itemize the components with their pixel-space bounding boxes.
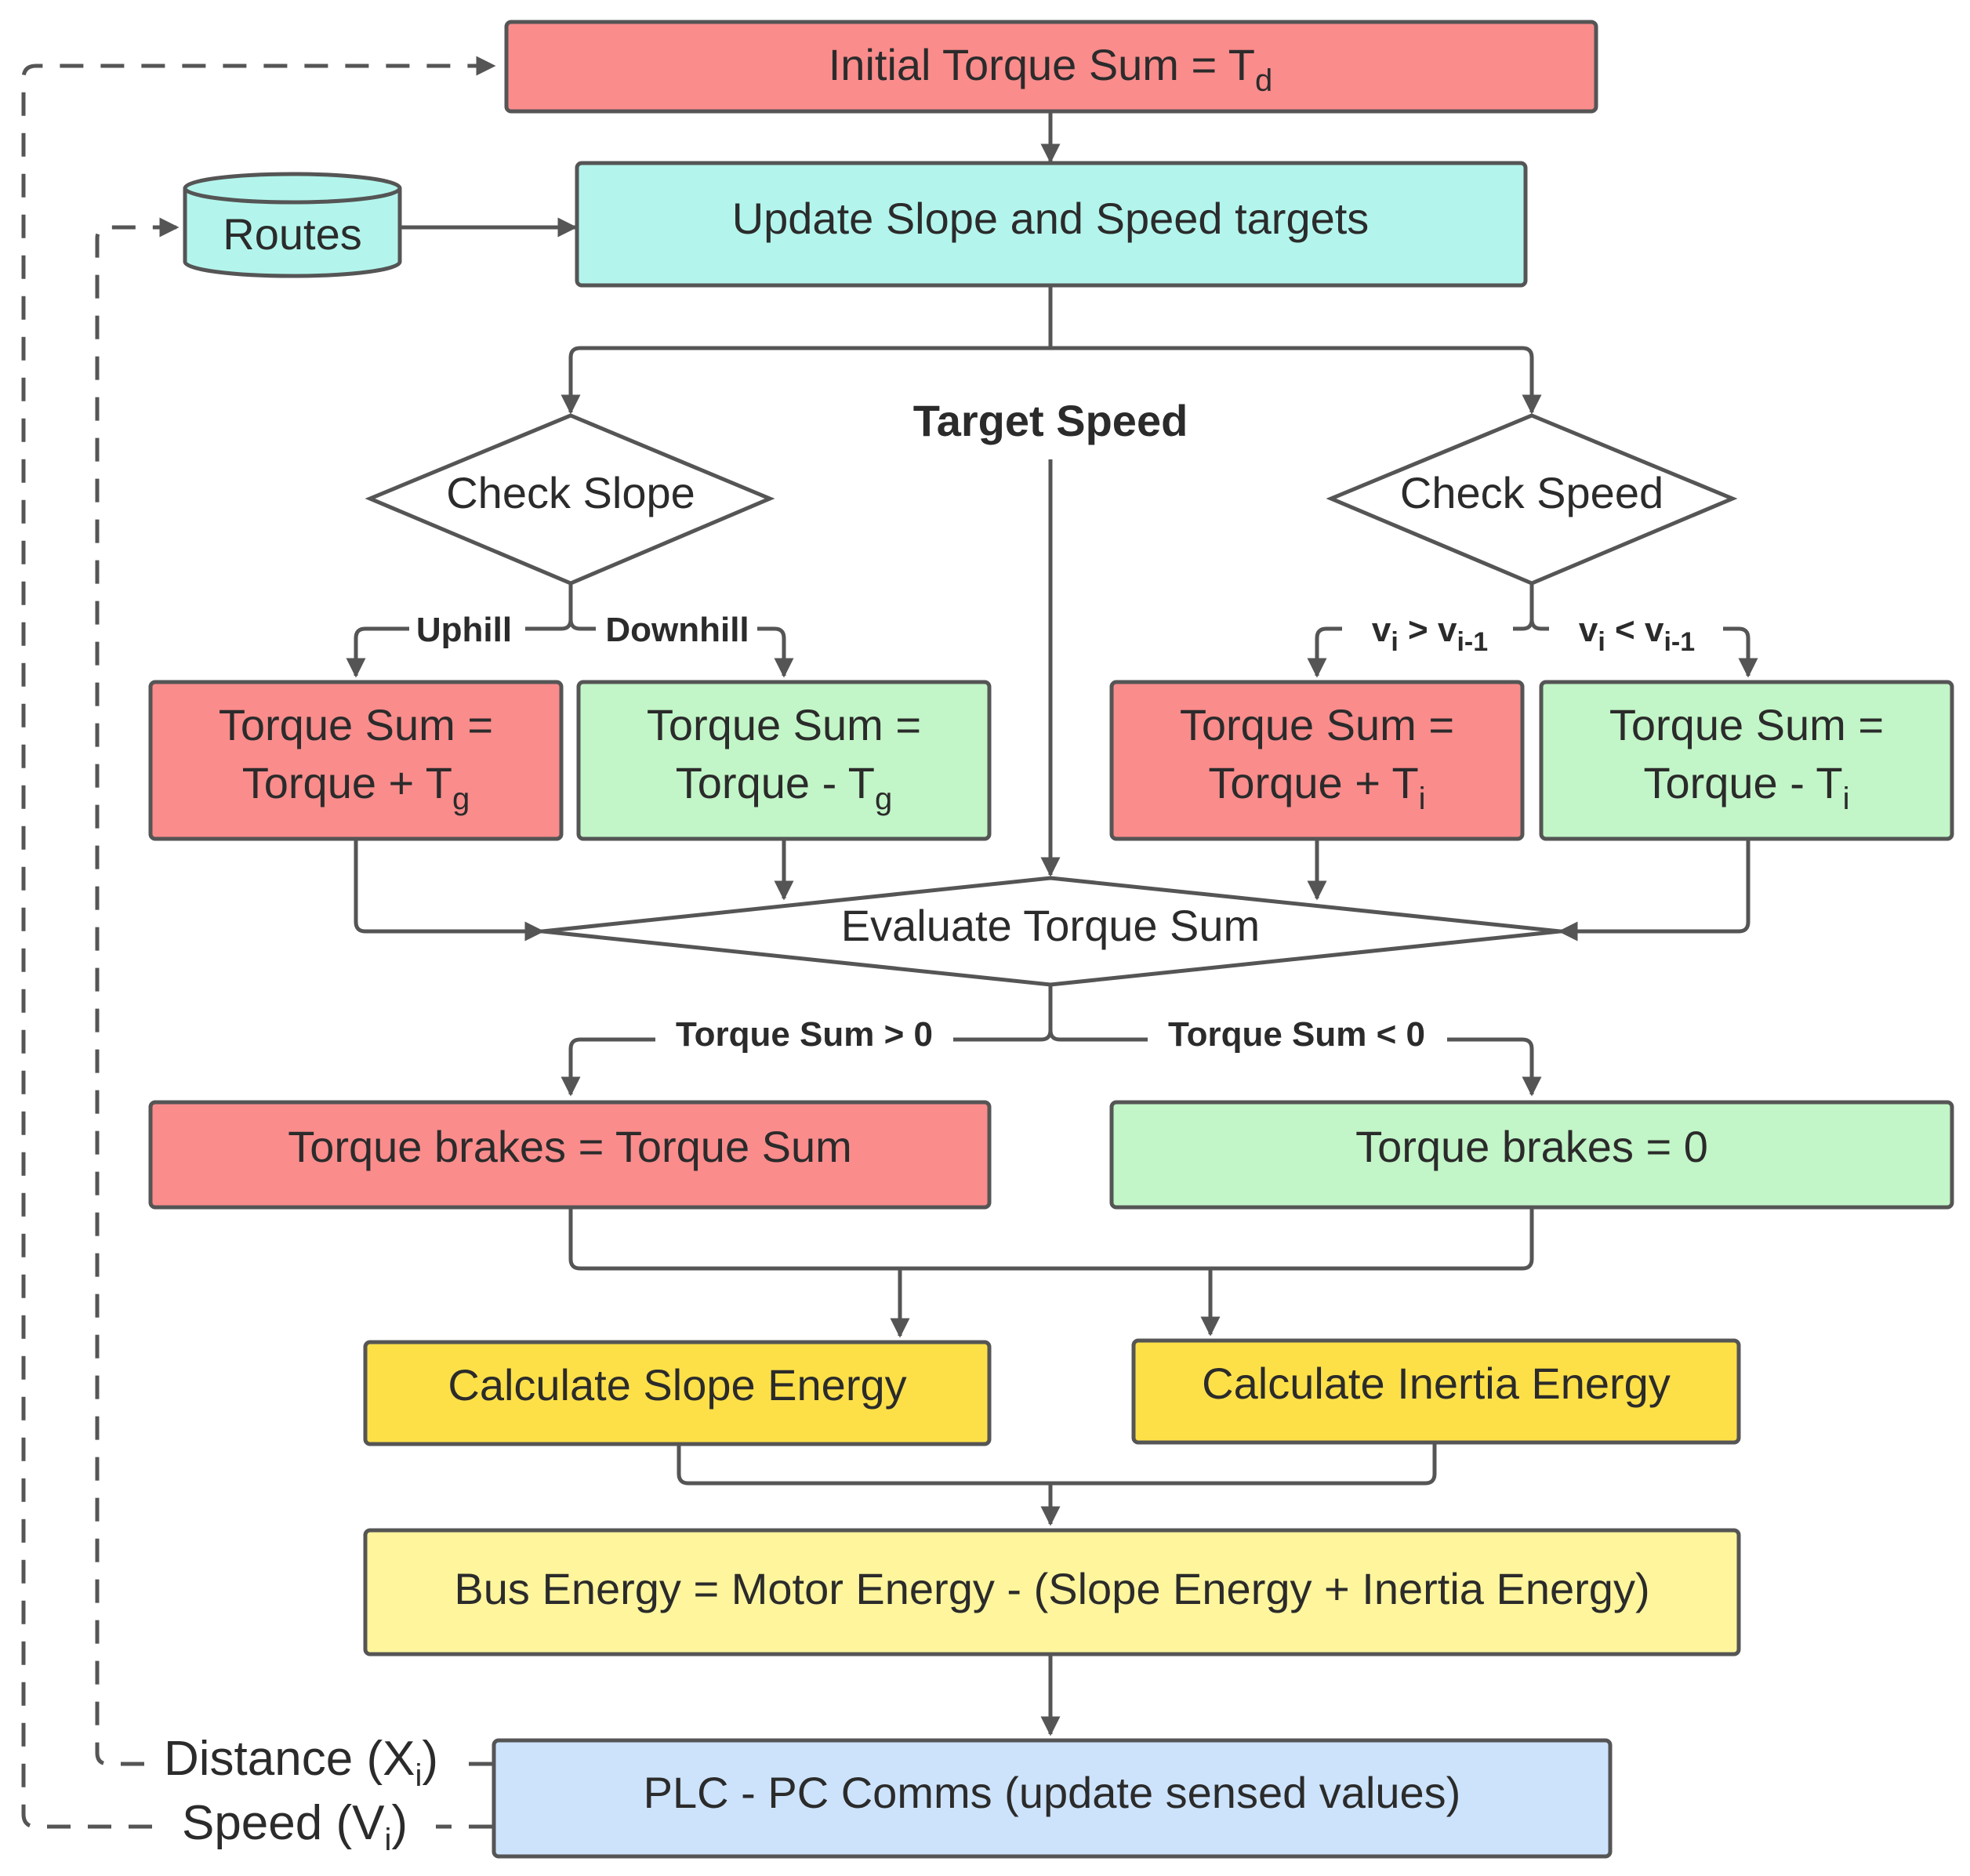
routes-cylinder [183, 188, 402, 278]
node-inertia-energy: Calculate Inertia Energy [1131, 1338, 1741, 1445]
accel-sum-line1: Torque Sum = [1180, 700, 1454, 749]
edge-slope-stem [525, 583, 596, 631]
edge-uphill-to-evaluate [354, 840, 545, 942]
edge-v-less [1723, 626, 1758, 678]
brakes-zero-label: Torque brakes = 0 [1355, 1122, 1708, 1171]
node-update-targets: Update Slope and Speed targets [575, 161, 1528, 288]
slope-energy-box [363, 1340, 992, 1446]
update-targets-box [575, 161, 1528, 288]
edge-to-check-slope [561, 346, 1050, 415]
speed-label: Speed (Vi) [182, 1796, 408, 1857]
accel-sum-box [1109, 680, 1525, 841]
edge-speed-stem [1513, 583, 1549, 631]
node-bus-energy: Bus Energy = Motor Energy - (Slope Energ… [363, 1528, 1741, 1656]
distance-label: Distance (Xi) [164, 1732, 438, 1793]
plc-label: PLC - PC Comms (update sensed values) [644, 1768, 1461, 1817]
decel-sum-line1: Torque Sum = [1609, 700, 1884, 749]
check-slope-label: Check Slope [446, 468, 695, 517]
edge-evaluate-stem [953, 985, 1148, 1042]
downhill-sum-line2: Torque - Tg [676, 758, 892, 816]
sum-greater-label: Torque Sum > 0 [676, 1015, 933, 1054]
connectors [346, 111, 1758, 1736]
edge-energy-merge [677, 1442, 1437, 1486]
decel-sum-box [1539, 680, 1954, 841]
uphill-sum-line1: Torque Sum = [219, 700, 493, 749]
uphill-sum-box [148, 680, 564, 841]
node-evaluate: Evaluate Torque Sum [542, 876, 1561, 987]
edge-decel-to-evaluate [1558, 840, 1751, 942]
edge-to-check-speed [1050, 346, 1542, 415]
bus-energy-label: Bus Energy = Motor Energy - (Slope Energ… [454, 1564, 1649, 1613]
brakes-sum-box [148, 1100, 992, 1210]
target-speed-label: Target Speed [913, 396, 1188, 445]
routes-label: Routes [223, 209, 361, 259]
node-plc: PLC - PC Comms (update sensed values) [492, 1738, 1613, 1859]
node-check-slope: Check Slope [365, 413, 775, 586]
node-routes: Routes [183, 172, 402, 278]
evaluate-diamond [542, 876, 1561, 987]
distance-feedback-line [95, 227, 492, 1766]
uphill-label: Uphill [416, 611, 512, 649]
evaluate-label: Evaluate Torque Sum [841, 901, 1260, 950]
check-slope-diamond [365, 413, 775, 586]
feedback-loops [21, 66, 494, 1829]
check-speed-diamond [1326, 413, 1738, 586]
node-uphill-sum: Torque Sum = Torque + Tg [148, 680, 564, 841]
inertia-energy-box [1131, 1338, 1741, 1445]
bus-energy-box [363, 1528, 1741, 1656]
node-accel-sum: Torque Sum = Torque + Ti [1109, 680, 1525, 841]
edge-downhill [757, 626, 794, 678]
v-greater-label: vi > vi-1 [1372, 611, 1488, 657]
v-less-label: vi < vi-1 [1579, 611, 1695, 657]
node-check-speed: Check Speed [1326, 413, 1738, 586]
node-brakes-zero: Torque brakes = 0 [1109, 1100, 1954, 1210]
speed-feedback-line [21, 66, 494, 1829]
node-decel-sum: Torque Sum = Torque - Ti [1539, 680, 1954, 841]
downhill-sum-line1: Torque Sum = [647, 700, 921, 749]
node-downhill-sum: Torque Sum = Torque - Tg [576, 680, 992, 841]
edge-sum-greater [561, 1037, 655, 1097]
edge-brakes-merge [568, 1209, 1534, 1271]
brakes-sum-label: Torque brakes = Torque Sum [288, 1122, 852, 1171]
downhill-sum-box [576, 680, 992, 841]
check-speed-label: Check Speed [1400, 468, 1663, 517]
decel-sum-line2: Torque - Ti [1643, 758, 1849, 816]
update-targets-label: Update Slope and Speed targets [732, 194, 1370, 243]
brakes-zero-box [1109, 1100, 1954, 1210]
initial-torque-label: Initial Torque Sum = Td [829, 40, 1272, 98]
edge-v-greater [1307, 626, 1342, 678]
slope-energy-label: Calculate Slope Energy [448, 1360, 906, 1410]
sum-less-label: Torque Sum < 0 [1168, 1015, 1425, 1054]
uphill-sum-line2: Torque + Tg [242, 758, 470, 816]
node-slope-energy: Calculate Slope Energy [363, 1340, 992, 1446]
node-brakes-sum: Torque brakes = Torque Sum [148, 1100, 992, 1210]
routes-cylinder-top [183, 172, 402, 205]
plc-box [492, 1738, 1613, 1859]
node-initial-torque: Initial Torque Sum = Td [504, 20, 1598, 114]
edge-sum-less [1447, 1037, 1542, 1097]
downhill-label: Downhill [605, 611, 749, 649]
edge-uphill [346, 626, 409, 678]
inertia-energy-label: Calculate Inertia Energy [1202, 1359, 1671, 1408]
initial-torque-box [504, 20, 1598, 114]
accel-sum-line2: Torque + Ti [1208, 758, 1425, 816]
